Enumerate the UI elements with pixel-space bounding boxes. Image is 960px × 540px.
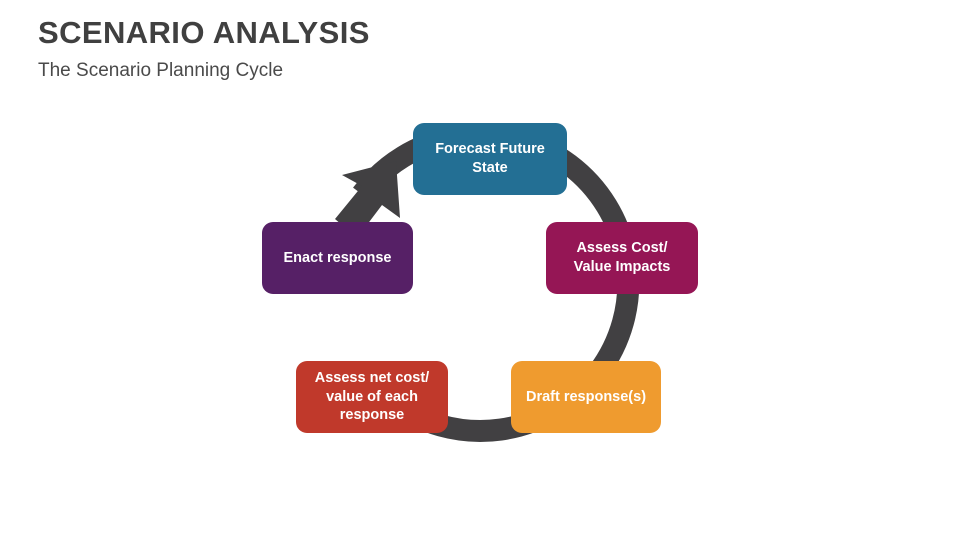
cycle-node-label: Assess net cost/ value of each response: [314, 370, 430, 424]
cycle-node-forecast-future-state[interactable]: Forecast Future State: [413, 123, 567, 195]
page-subtitle: The Scenario Planning Cycle: [38, 59, 284, 81]
cycle-node-assess-cost-value-impacts[interactable]: Assess Cost/ Value Impacts: [546, 222, 698, 294]
cycle-node-label: Enact response: [283, 249, 392, 266]
cycle-node-label: Assess Cost/ Value Impacts: [573, 240, 671, 275]
slide-header: SCENARIO ANALYSIS The Scenario Planning …: [38, 14, 738, 83]
cycle-node-enact-response[interactable]: Enact response: [262, 222, 413, 294]
cycle-node-label: Forecast Future State: [435, 141, 545, 176]
page-title: SCENARIO ANALYSIS: [38, 15, 370, 50]
cycle-node-label: Draft response(s): [525, 388, 647, 405]
cycle-node-assess-net-cost-value[interactable]: Assess net cost/ value of each response: [296, 361, 448, 433]
cycle-node-draft-responses[interactable]: Draft response(s): [511, 361, 661, 433]
